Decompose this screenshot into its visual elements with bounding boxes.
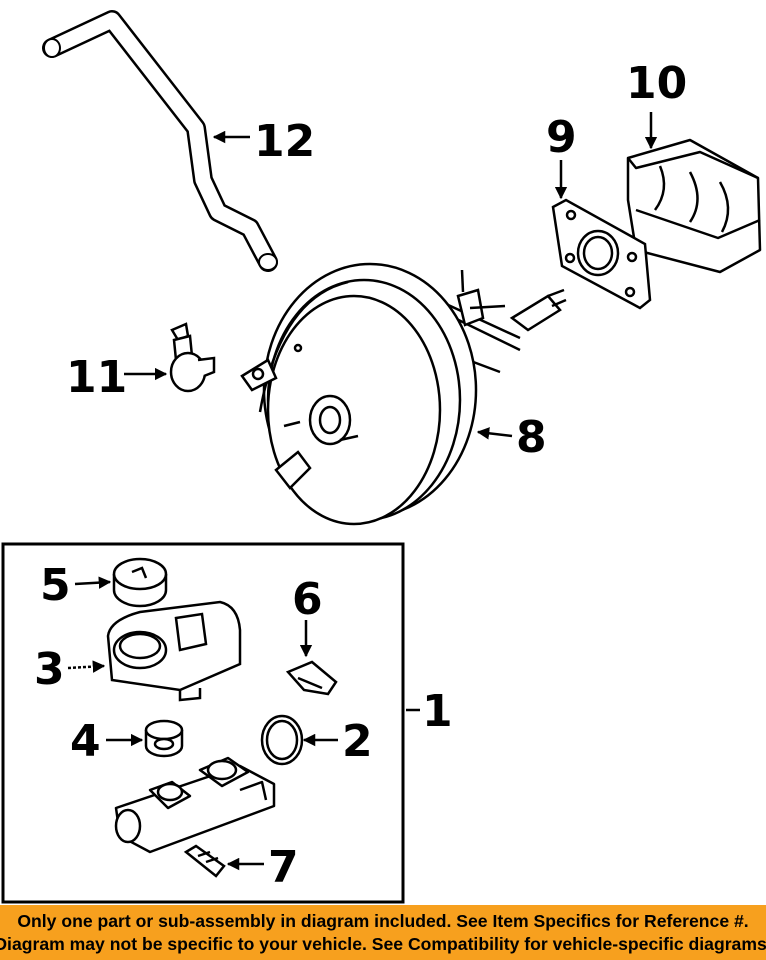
bracket-part	[285, 660, 338, 696]
disclaimer-banner: Only one part or sub-assembly in diagram…	[0, 905, 766, 960]
sensor-part	[183, 844, 226, 878]
callout-1: 1	[422, 686, 453, 737]
callout-12: 12	[254, 116, 315, 167]
disclaimer-line-1: Only one part or sub-assembly in diagram…	[17, 910, 749, 931]
assembly-box	[1, 542, 405, 904]
disclaimer-line-2: Diagram may not be specific to your vehi…	[0, 933, 766, 954]
master-cylinder-part	[114, 756, 276, 854]
callout-9: 9	[546, 112, 577, 163]
callout-6: 6	[292, 574, 323, 625]
callout-2: 2	[342, 716, 373, 767]
callout-4: 4	[70, 716, 101, 767]
callout-7: 7	[268, 842, 299, 893]
reservoir-part	[106, 600, 242, 702]
callout-11: 11	[66, 352, 127, 403]
reservoir-cap-part	[112, 557, 168, 608]
gasket-part	[551, 198, 652, 310]
brake-booster-part	[240, 262, 567, 526]
grommet-part	[144, 719, 184, 758]
leader-arrows	[67, 112, 658, 871]
vacuum-hose-part	[42, 10, 278, 272]
callout-3: 3	[34, 644, 65, 695]
brake-parts-diagram: 1 2 3 4 5 6 7 8 9 10 11 12	[1, 10, 762, 904]
callout-8: 8	[516, 412, 547, 463]
check-valve-part	[169, 322, 216, 393]
o-ring-part	[260, 714, 304, 766]
callout-5: 5	[40, 560, 71, 611]
insulator-part	[626, 138, 762, 274]
callout-10: 10	[626, 58, 687, 109]
